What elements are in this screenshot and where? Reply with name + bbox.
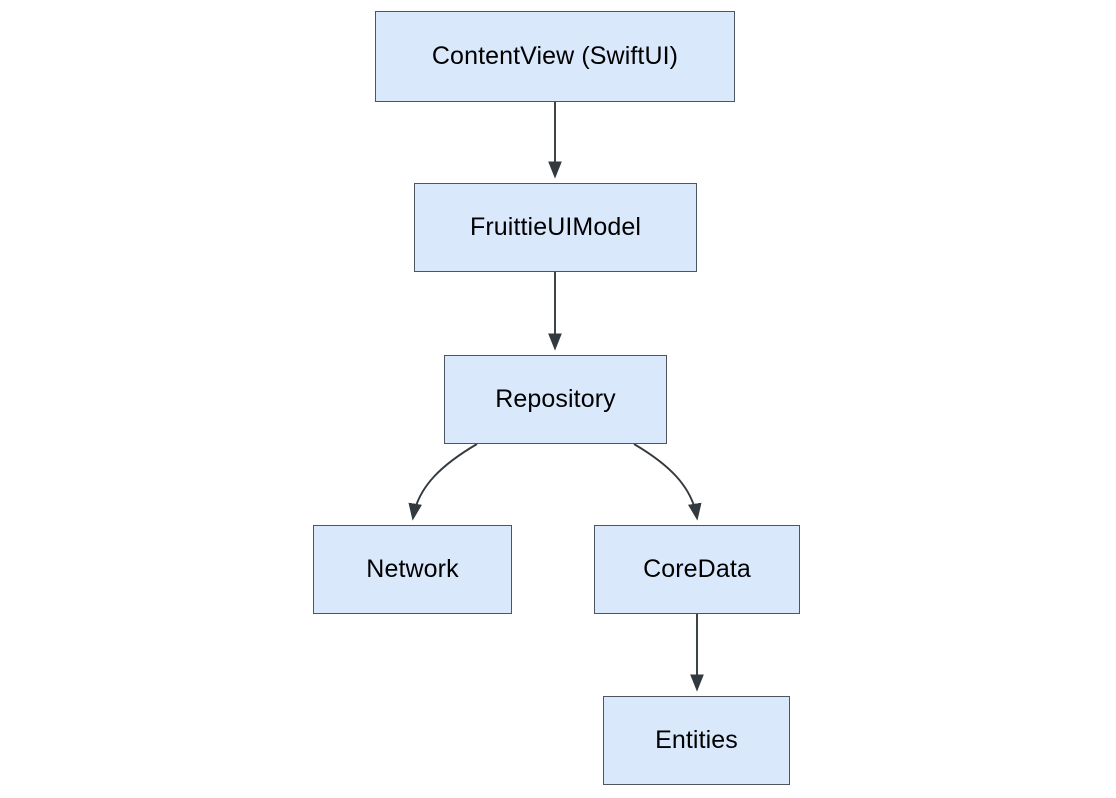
node-fruittieuimodel-label: FruittieUIModel (470, 213, 641, 241)
node-contentview[interactable]: ContentView (SwiftUI) (375, 11, 735, 102)
node-network[interactable]: Network (313, 525, 512, 614)
node-fruittieuimodel[interactable]: FruittieUIModel (414, 183, 697, 272)
edge-repository-coredata (633, 443, 702, 521)
node-entities-label: Entities (655, 726, 738, 754)
node-entities[interactable]: Entities (603, 696, 790, 785)
node-repository[interactable]: Repository (444, 355, 667, 444)
node-coredata[interactable]: CoreData (594, 525, 800, 614)
node-network-label: Network (366, 555, 459, 583)
node-coredata-label: CoreData (643, 555, 751, 583)
edge-repository-network (408, 443, 478, 521)
node-contentview-label: ContentView (SwiftUI) (431, 42, 679, 70)
node-repository-label: Repository (495, 385, 616, 413)
